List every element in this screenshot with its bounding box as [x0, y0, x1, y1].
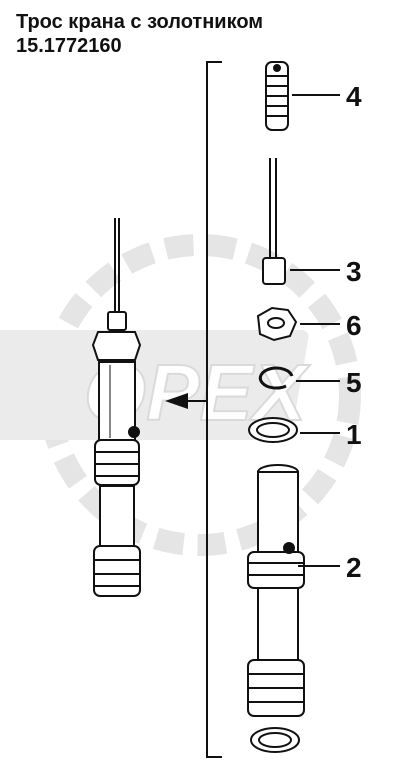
- part-2-valve-body: [247, 464, 305, 717]
- assembled-valve: [91, 218, 142, 597]
- callout-1: 1: [346, 419, 362, 450]
- callout-5: 5: [346, 367, 362, 398]
- part-6-nut: [256, 306, 298, 342]
- bottom-washer: [250, 727, 300, 753]
- callout-2: 2: [346, 552, 362, 583]
- diagram-title: Трос крана с золотником 15.1772160: [16, 10, 263, 58]
- title-line-1: Трос крана с золотником: [16, 11, 264, 33]
- leader-lines: [290, 94, 340, 567]
- part-4-spring: [265, 61, 289, 131]
- part-3-rod: [262, 158, 286, 285]
- assembly-bracket: [206, 61, 222, 758]
- part-5-snap-ring: [258, 366, 294, 390]
- callout-6: 6: [346, 310, 362, 341]
- callout-3: 3: [346, 256, 362, 287]
- title-line-2: 15.1772160: [16, 35, 122, 57]
- callout-4: 4: [346, 81, 362, 112]
- direction-arrow: [165, 393, 206, 409]
- part-1-washer: [248, 417, 298, 443]
